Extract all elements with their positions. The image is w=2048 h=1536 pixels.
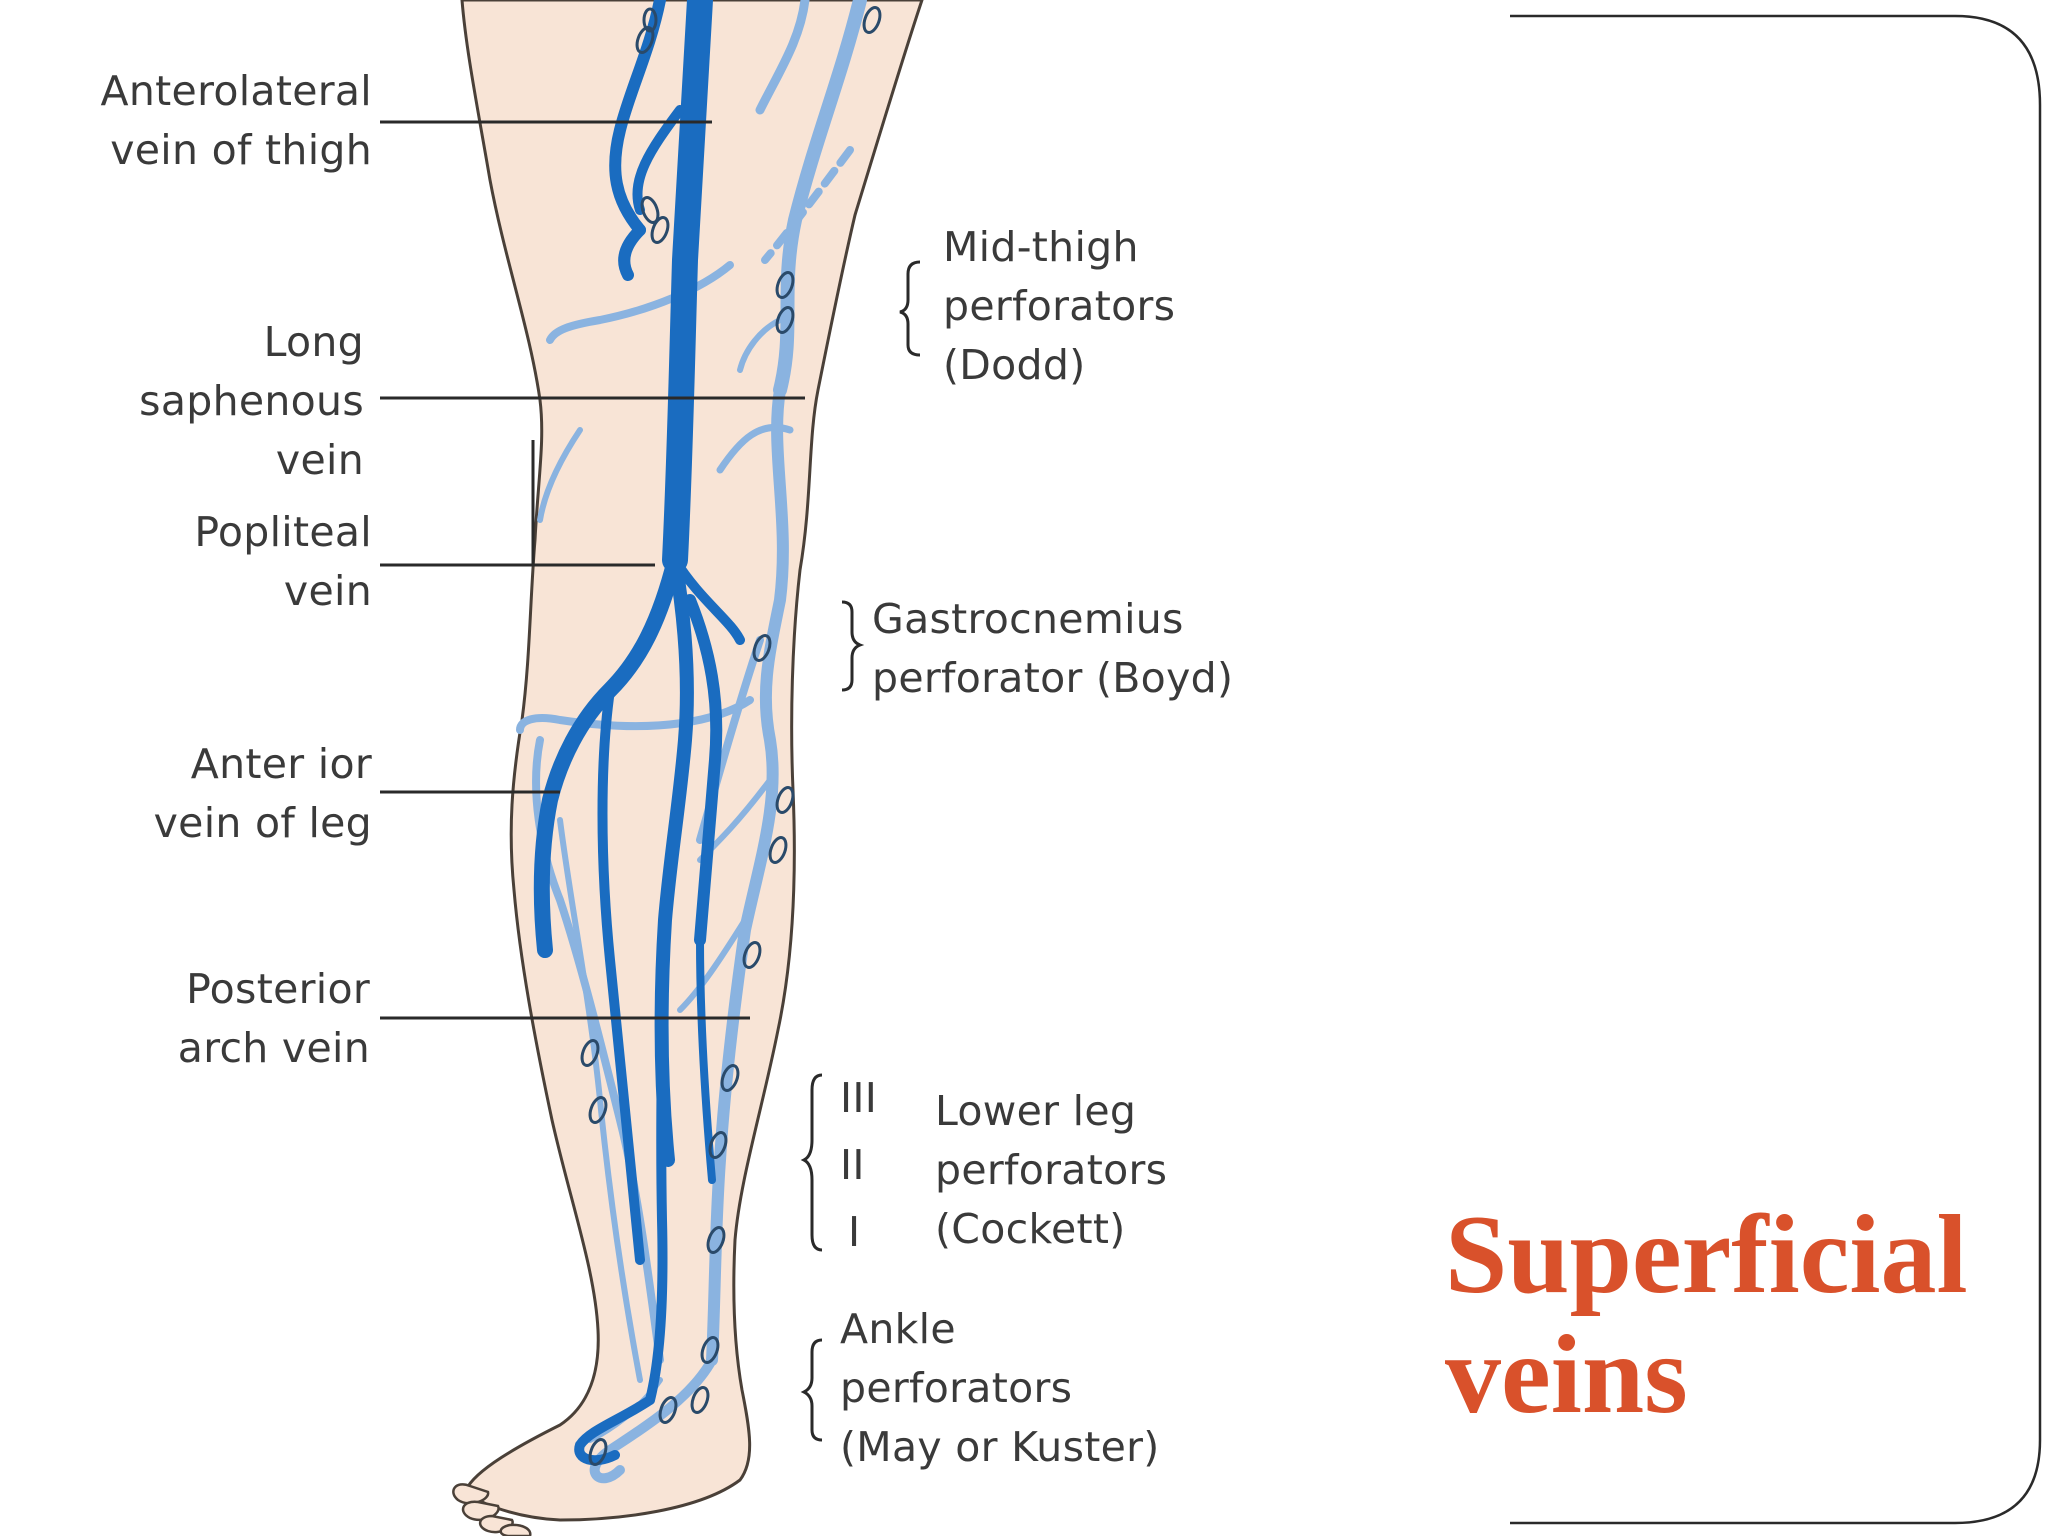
numeral-ii: II <box>840 1141 865 1189</box>
label-line: perforators <box>935 1146 1168 1194</box>
label-line: arch vein <box>177 1024 370 1072</box>
label-line: vein of thigh <box>110 126 372 174</box>
slide-title-line-2: veins <box>1445 1313 1688 1437</box>
label-mid-thigh-perforators: Mid-thigh perforators (Dodd) <box>943 218 1175 395</box>
label-posterior-arch-vein: Posterior arch vein <box>178 960 370 1078</box>
numeral-iii: III <box>840 1074 878 1122</box>
label-line: perforators <box>840 1364 1073 1412</box>
label-lower-leg-numerals: III II I <box>840 1065 877 1266</box>
label-line: perforators <box>943 282 1176 330</box>
slide-title: Superficial veins <box>1445 1195 1968 1435</box>
leader-lines <box>380 120 805 1020</box>
label-anterolateral-vein-of-thigh: Anterolateral vein of thigh <box>101 62 372 180</box>
brackets <box>800 260 921 1442</box>
label-line: (Dodd) <box>943 341 1086 389</box>
slide-frame <box>1510 14 2042 1525</box>
superficial-veins <box>516 0 867 1484</box>
toes <box>452 1483 532 1536</box>
label-line: (May or Kuster) <box>840 1423 1160 1471</box>
label-line: Posterior <box>186 965 370 1013</box>
label-long-saphenous-vein: Long saphenous vein <box>139 313 364 490</box>
numeral-i: I <box>848 1208 861 1256</box>
label-line: Long <box>263 318 364 366</box>
label-ankle-perforators: Ankle perforators (May or Kuster) <box>840 1300 1160 1477</box>
label-line: vein of leg <box>153 799 372 847</box>
label-line: Popliteal <box>194 508 372 556</box>
label-line: Anter ior <box>190 740 372 788</box>
label-lower-leg-perforators: Lower leg perforators (Cockett) <box>935 1082 1167 1259</box>
label-gastrocnemius-perforator: Gastrocnemius perforator (Boyd) <box>872 590 1233 708</box>
label-line: (Cockett) <box>935 1205 1126 1253</box>
slide-title-line-1: Superficial <box>1445 1193 1968 1317</box>
label-line: Mid-thigh <box>943 223 1139 271</box>
label-popliteal-vein: Popliteal vein <box>194 503 372 621</box>
label-line: vein <box>283 567 372 615</box>
label-line: Lower leg <box>935 1087 1137 1135</box>
label-line: Ankle <box>840 1305 956 1353</box>
label-line: saphenous <box>139 377 364 425</box>
label-line: vein <box>275 436 364 484</box>
label-line: Gastrocnemius <box>872 595 1184 643</box>
label-anterior-vein-of-leg: Anter ior vein of leg <box>154 735 372 853</box>
label-line: perforator (Boyd) <box>872 654 1234 702</box>
label-line: Anterolateral <box>100 67 372 115</box>
perforator-valves <box>580 6 882 1466</box>
